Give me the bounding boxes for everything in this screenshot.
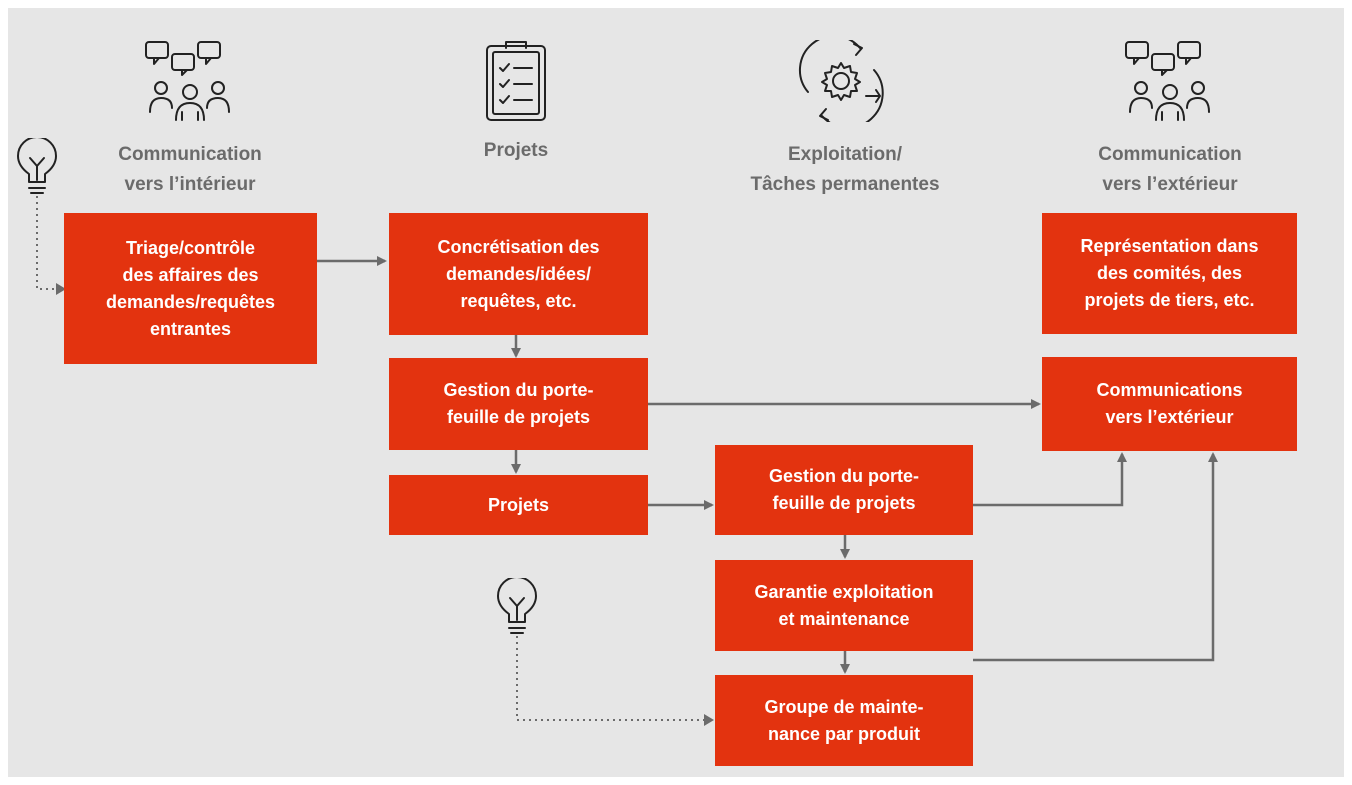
column-title-operations: Exploitation/ Tâches permanentes [750,144,940,195]
checklist-clipboard-icon [486,41,546,121]
box-operations-maintenance-guarantee: Garantie exploitation et maintenance [715,560,973,651]
box-operations-portfolio-management: Gestion du porte- feuille de projets [715,445,973,535]
box-maintenance-group-per-product: Groupe de mainte- nance par produit [715,675,973,766]
box-project-portfolio-management: Gestion du porte- feuille de projets [389,358,648,450]
box-projects: Projets [389,475,648,535]
lightbulb-icon [17,138,57,194]
lightbulb-icon [497,578,537,634]
box-triage-incoming-requests: Triage/contrôle des affaires des demande… [64,213,317,364]
gear-cycle-icon [798,40,884,122]
box-external-communications: Communications vers l’extérieur [1042,357,1297,451]
column-title-internal-communication: Communication vers l’intérieur [118,144,262,195]
people-discussion-icon [145,41,230,121]
people-discussion-icon [1125,41,1210,121]
column-title-external-communication: Communication vers l’extérieur [1098,144,1242,195]
box-concretisation-requests: Concrétisation des demandes/idées/ requê… [389,213,648,335]
box-committee-representation: Représentation dans des comités, des pro… [1042,213,1297,334]
column-title-projects: Projets [483,140,549,161]
